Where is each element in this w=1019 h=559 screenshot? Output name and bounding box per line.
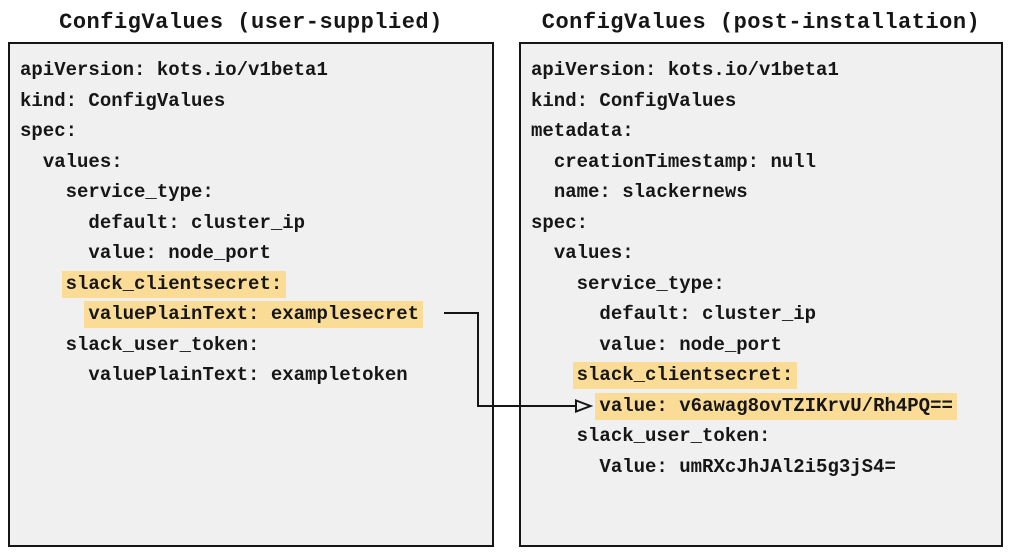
indent bbox=[20, 303, 88, 325]
yaml-text: creationTimestamp: null bbox=[553, 150, 817, 173]
right-panel-title: ConfigValues (post-installation) bbox=[541, 10, 981, 35]
yaml-text: values: bbox=[42, 150, 123, 173]
yaml-text: default: cluster_ip bbox=[599, 303, 817, 325]
indent bbox=[531, 303, 599, 325]
configvalues-user-supplied-panel: apiVersion: kots.io/v1beta1 kind: Config… bbox=[8, 42, 494, 547]
code-line: default: cluster_ip bbox=[20, 208, 492, 239]
highlighted-yaml-text: slack_clientsecret: bbox=[61, 270, 287, 298]
indent bbox=[20, 242, 88, 264]
indent bbox=[20, 212, 88, 234]
indent bbox=[531, 242, 554, 264]
code-line: spec: bbox=[531, 208, 1001, 239]
code-line: values: bbox=[20, 147, 492, 178]
yaml-text: value: node_port bbox=[88, 242, 271, 264]
code-line: values: bbox=[531, 238, 1001, 269]
code-line: apiVersion: kots.io/v1beta1 bbox=[20, 55, 492, 86]
code-line: apiVersion: kots.io/v1beta1 bbox=[531, 55, 1001, 86]
yaml-text: value: node_port bbox=[599, 333, 782, 356]
indent bbox=[20, 334, 66, 356]
code-line: service_type: bbox=[20, 177, 492, 208]
code-line: slack_user_token: bbox=[531, 421, 1001, 452]
yaml-code-block: apiVersion: kots.io/v1beta1 kind: Config… bbox=[10, 44, 492, 391]
code-line: name: slackernews bbox=[531, 177, 1001, 208]
indent bbox=[531, 456, 599, 478]
code-line: slack_clientsecret: bbox=[531, 360, 1001, 391]
yaml-text: values: bbox=[553, 242, 634, 264]
configvalues-post-installation-panel: apiVersion: kots.io/v1beta1 kind: Config… bbox=[519, 42, 1003, 547]
yaml-text: service_type: bbox=[576, 272, 725, 295]
yaml-text: name: slackernews bbox=[553, 181, 748, 203]
code-line: value: node_port bbox=[531, 330, 1001, 361]
indent bbox=[531, 151, 554, 173]
code-line: creationTimestamp: null bbox=[531, 147, 1001, 178]
code-line: spec: bbox=[20, 116, 492, 147]
yaml-text: default: cluster_ip bbox=[88, 211, 306, 234]
indent bbox=[531, 181, 554, 203]
left-panel-title: ConfigValues (user-supplied) bbox=[59, 10, 443, 35]
highlighted-yaml-text: valuePlainText: examplesecret bbox=[84, 301, 424, 328]
yaml-text: spec: bbox=[20, 120, 78, 142]
yaml-text: slack_user_token: bbox=[576, 425, 771, 447]
yaml-text: kind: ConfigValues bbox=[531, 89, 737, 112]
indent bbox=[531, 395, 599, 417]
code-line: service_type: bbox=[531, 269, 1001, 300]
indent bbox=[531, 364, 577, 386]
indent bbox=[20, 181, 66, 203]
code-line: value: v6awag8ovTZIKrvU/Rh4PQ== bbox=[531, 391, 1001, 422]
yaml-text: slack_user_token: bbox=[65, 333, 260, 356]
indent bbox=[531, 273, 577, 295]
indent bbox=[20, 273, 66, 295]
code-line: valuePlainText: exampletoken bbox=[20, 360, 492, 391]
indent bbox=[531, 334, 599, 356]
yaml-text: apiVersion: kots.io/v1beta1 bbox=[531, 59, 839, 81]
indent bbox=[20, 364, 88, 386]
code-line: Value: umRXcJhJAl2i5g3jS4= bbox=[531, 452, 1001, 483]
yaml-text: apiVersion: kots.io/v1beta1 bbox=[20, 59, 328, 81]
yaml-text: metadata: bbox=[531, 120, 634, 142]
code-line: default: cluster_ip bbox=[531, 299, 1001, 330]
code-line: value: node_port bbox=[20, 238, 492, 269]
yaml-text: kind: ConfigValues bbox=[20, 89, 226, 112]
code-line: metadata: bbox=[531, 116, 1001, 147]
yaml-text: service_type: bbox=[65, 181, 214, 203]
code-line: kind: ConfigValues bbox=[20, 86, 492, 117]
code-line: kind: ConfigValues bbox=[531, 86, 1001, 117]
code-line: slack_clientsecret: bbox=[20, 269, 492, 300]
code-line: slack_user_token: bbox=[20, 330, 492, 361]
code-line: valuePlainText: examplesecret bbox=[20, 299, 492, 330]
indent bbox=[20, 151, 43, 173]
yaml-code-block: apiVersion: kots.io/v1beta1 kind: Config… bbox=[521, 44, 1001, 482]
highlighted-yaml-text: slack_clientsecret: bbox=[572, 362, 798, 389]
yaml-text: Value: umRXcJhJAl2i5g3jS4= bbox=[599, 455, 896, 478]
indent bbox=[531, 425, 577, 447]
yaml-text: spec: bbox=[531, 211, 589, 234]
highlighted-yaml-text: value: v6awag8ovTZIKrvU/Rh4PQ== bbox=[595, 392, 957, 420]
yaml-text: valuePlainText: exampletoken bbox=[88, 364, 408, 386]
